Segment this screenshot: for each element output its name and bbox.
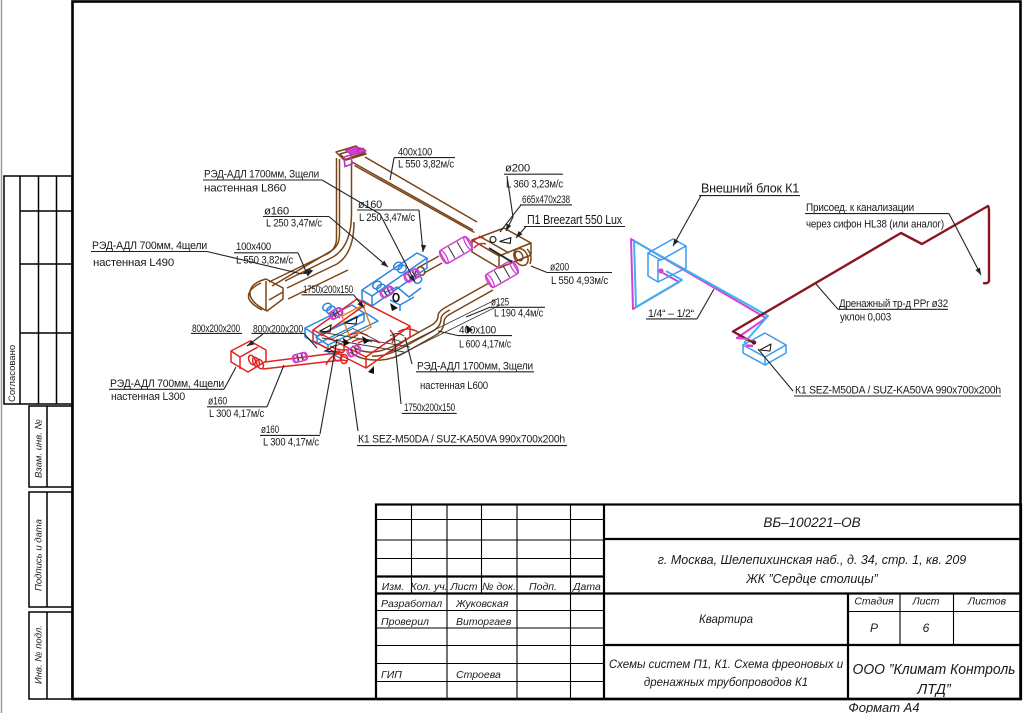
svg-text:через сифон HL38 (или аналог): через сифон HL38 (или аналог) (806, 218, 944, 230)
svg-text:ø160: ø160 (208, 395, 227, 407)
svg-text:ООО ”Климат Контроль: ООО ”Климат Контроль (853, 662, 1016, 678)
svg-text:6: 6 (923, 621, 930, 635)
svg-text:400x100: 400x100 (398, 146, 432, 158)
svg-text:настенная L600: настенная L600 (420, 380, 488, 392)
svg-text:уклон 0,003: уклон 0,003 (840, 311, 891, 323)
svg-text:Стадия: Стадия (854, 596, 894, 608)
svg-text:665x470x238: 665x470x238 (522, 194, 570, 206)
svg-text:L 300 4,17м/с: L 300 4,17м/с (209, 408, 265, 420)
svg-text:800x200x200: 800x200x200 (253, 324, 303, 336)
svg-text:Виторгаев: Виторгаев (456, 616, 512, 628)
svg-text:L 300 4,17м/с: L 300 4,17м/с (263, 437, 320, 449)
svg-text:Внешний блок К1: Внешний блок К1 (701, 182, 799, 196)
svg-text:ЖК ”Сердце столицы”: ЖК ”Сердце столицы” (745, 572, 878, 586)
svg-text:ВБ–100221–ОВ: ВБ–100221–ОВ (763, 515, 860, 530)
svg-text:1/4“ – 1/2“: 1/4“ – 1/2“ (648, 308, 695, 320)
svg-text:Согласовано: Согласовано (7, 345, 18, 402)
svg-text:Взам. инв. №: Взам. инв. № (34, 419, 45, 478)
svg-text:настенная L490: настенная L490 (93, 257, 174, 269)
svg-text:L 360 3,23м/с: L 360 3,23м/с (506, 179, 564, 191)
svg-text:Присоед. к канализации: Присоед. к канализации (806, 202, 914, 214)
svg-text:ГИП: ГИП (381, 669, 402, 681)
svg-text:Лист: Лист (449, 581, 477, 593)
svg-text:Разработал: Разработал (381, 598, 442, 610)
svg-text:Листов: Листов (967, 596, 1007, 608)
svg-text:Кол. уч.: Кол. уч. (410, 581, 447, 593)
svg-text:Схемы систем П1, К1. Схема фре: Схемы систем П1, К1. Схема фреоновых и (609, 659, 844, 671)
svg-text:дренажных трубопроводов К1: дренажных трубопроводов К1 (644, 677, 808, 689)
svg-text:ø200: ø200 (550, 262, 569, 274)
svg-text:Строева: Строева (456, 669, 501, 681)
svg-text:L 600 4,17м/с: L 600 4,17м/с (459, 339, 512, 351)
svg-text:L 250 3,47м/с: L 250 3,47м/с (359, 212, 416, 224)
svg-text:Подпись и дата: Подпись и дата (34, 519, 45, 591)
svg-text:ø125: ø125 (491, 297, 509, 309)
svg-text:ЛТД”: ЛТД” (916, 682, 952, 698)
svg-text:100x400: 100x400 (236, 241, 271, 253)
svg-text:ø160: ø160 (261, 424, 279, 436)
svg-text:№ док.: № док. (482, 581, 516, 593)
svg-text:настенная L300: настенная L300 (111, 391, 185, 403)
svg-text:Дренажный тр-д PPr ø32: Дренажный тр-д PPr ø32 (839, 298, 948, 310)
svg-text:ø200: ø200 (505, 162, 530, 174)
svg-text:Инв. № подл.: Инв. № подл. (34, 625, 45, 684)
svg-text:L 250 3,47м/с: L 250 3,47м/с (266, 218, 323, 230)
svg-text:П1 Breezart 550 Lux: П1 Breezart 550 Lux (527, 213, 623, 227)
svg-text:Подп.: Подп. (529, 581, 557, 593)
svg-text:настенная L860: настенная L860 (204, 183, 286, 195)
svg-text:1750x200x150: 1750x200x150 (303, 284, 353, 296)
svg-text:Квартира: Квартира (699, 614, 753, 626)
svg-text:РЭД-АДЛ 700мм, 4щели: РЭД-АДЛ 700мм, 4щели (110, 378, 224, 390)
svg-text:Р: Р (870, 621, 878, 635)
svg-text:L 190 4,4м/с: L 190 4,4м/с (494, 308, 544, 320)
svg-text:РЭД-АДЛ 1700мм, Зщели: РЭД-АДЛ 1700мм, Зщели (417, 361, 533, 373)
svg-text:1750x200x150: 1750x200x150 (404, 402, 455, 414)
svg-text:Жуковская: Жуковская (455, 598, 509, 610)
svg-text:Изм.: Изм. (382, 581, 404, 593)
svg-text:L 550 3,82м/с: L 550 3,82м/с (236, 255, 294, 267)
svg-text:ø160: ø160 (264, 205, 289, 217)
svg-text:К1 SEZ-M50DA / SUZ-KA50VA 990x: К1 SEZ-M50DA / SUZ-KA50VA 990x700x200h (358, 433, 565, 445)
svg-text:РЭД-АДЛ 1700мм, Зщели: РЭД-АДЛ 1700мм, Зщели (204, 169, 319, 181)
svg-text:800x200x200: 800x200x200 (192, 323, 240, 335)
svg-text:РЭД-АДЛ 700мм, 4щели: РЭД-АДЛ 700мм, 4щели (92, 240, 207, 252)
svg-text:Лист: Лист (911, 596, 939, 608)
svg-text:L 550 4,93м/с: L 550 4,93м/с (551, 275, 609, 287)
svg-text:Формат А4: Формат А4 (848, 700, 919, 713)
svg-text:г. Москва, Шелепихинская наб.,: г. Москва, Шелепихинская наб., д. 34, ст… (658, 553, 967, 567)
svg-text:ø160: ø160 (358, 199, 382, 211)
svg-text:Дата: Дата (572, 581, 601, 593)
svg-text:400x100: 400x100 (459, 325, 496, 337)
svg-text:Проверил: Проверил (381, 616, 429, 628)
svg-text:К1 SEZ-M50DA / SUZ-KA50VA 990x: К1 SEZ-M50DA / SUZ-KA50VA 990x700x200h (795, 385, 1001, 397)
svg-text:L 550 3,82м/с: L 550 3,82м/с (398, 158, 455, 170)
